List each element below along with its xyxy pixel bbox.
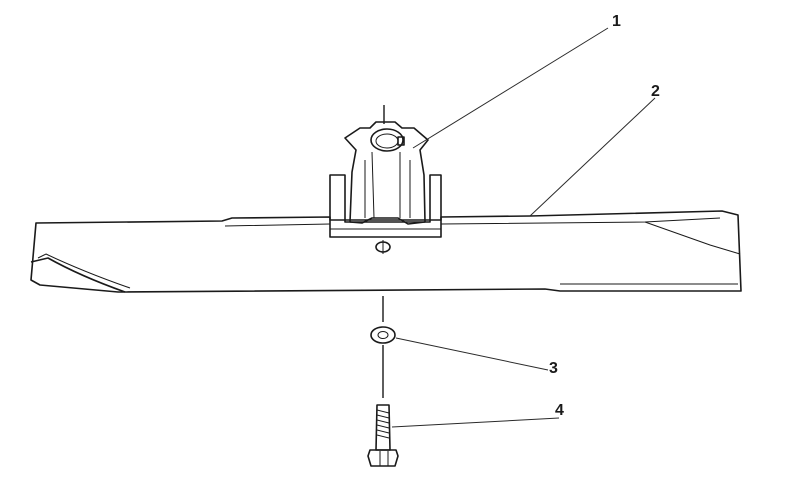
blade-outline [30, 210, 742, 293]
callout-2: 2 [651, 83, 660, 100]
adapter-center-bore [370, 128, 404, 152]
adapter-hub-ribs [364, 151, 411, 219]
bolt-hex-head [367, 449, 399, 467]
washer-inner [377, 331, 389, 339]
leader-line-2 [529, 97, 656, 217]
bolt-threads [376, 409, 390, 439]
adapter-center-bore-inner [375, 133, 399, 149]
washer-outer [370, 326, 396, 344]
leader-line-3 [395, 337, 549, 371]
blade [30, 210, 742, 293]
blade-right-sail [644, 221, 741, 255]
bolt [367, 404, 399, 467]
washer [370, 326, 396, 344]
leader-line-1 [412, 27, 609, 149]
callout-4: 4 [555, 402, 564, 419]
adapter-base-plate [329, 174, 442, 238]
leader-line-4 [391, 417, 560, 428]
adapter-key-notch [397, 136, 405, 146]
blade-left-sail-inner [37, 253, 131, 289]
blade-left-sail [30, 257, 126, 293]
callout-3: 3 [549, 360, 558, 377]
callout-1: 1 [612, 13, 621, 30]
adapter-hub-body [344, 121, 429, 225]
blade-adapter [329, 105, 442, 238]
